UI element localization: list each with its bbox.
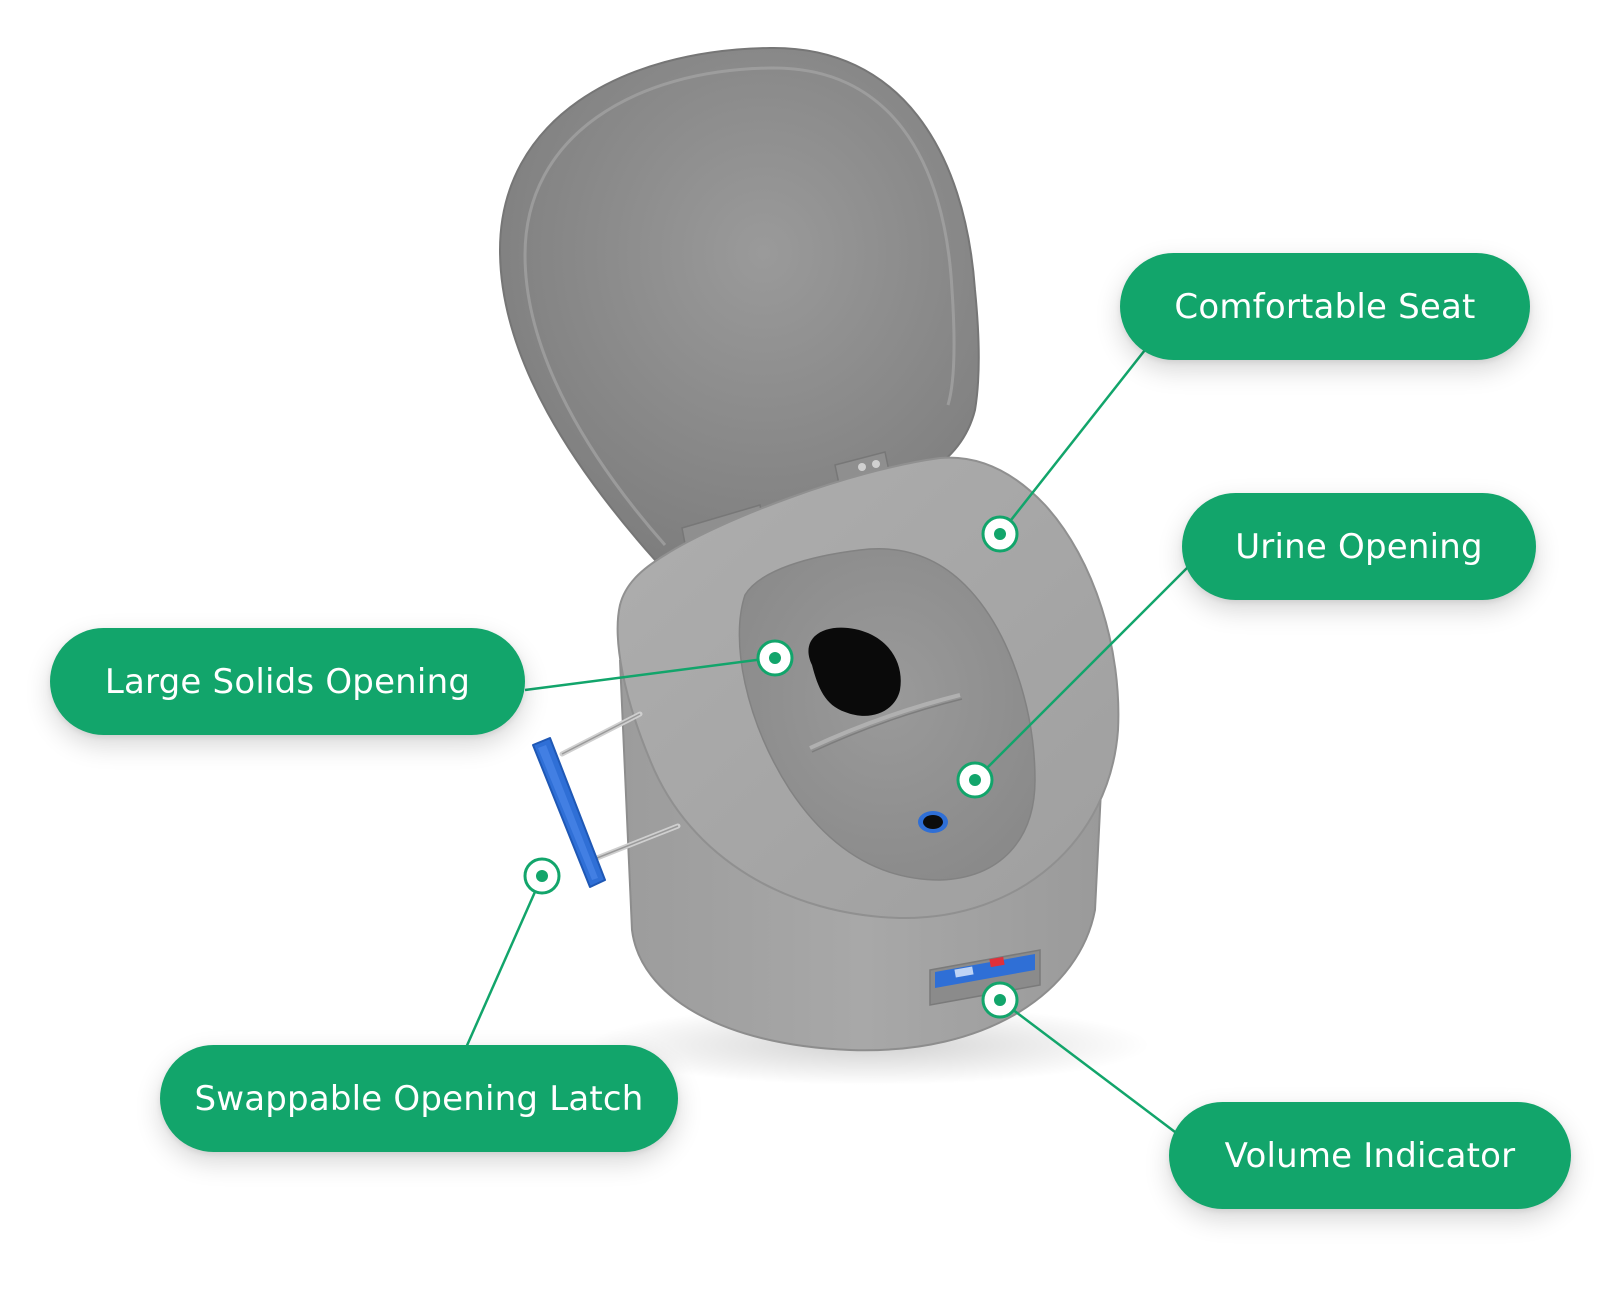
bowl-interior (738, 548, 1036, 881)
opening-latch (532, 711, 681, 888)
callout-label: Volume Indicator (1224, 1135, 1516, 1176)
callout-label: Comfortable Seat (1174, 286, 1476, 327)
callout-connectors (463, 349, 1191, 1133)
marker-large-solids (756, 639, 794, 677)
callout-comfortable-seat: Comfortable Seat (1120, 253, 1530, 360)
marker-swappable-latch (523, 857, 561, 895)
callout-volume-indicator: Volume Indicator (1169, 1102, 1571, 1209)
callout-swappable-opening-latch: Swappable Opening Latch (160, 1045, 678, 1152)
callout-label: Large Solids Opening (104, 661, 471, 702)
marker-volume-indicator (981, 981, 1019, 1019)
callout-urine-opening: Urine Opening (1182, 493, 1536, 600)
callout-label: Swappable Opening Latch (194, 1078, 644, 1119)
solids-opening (808, 627, 901, 716)
callout-large-solids-opening: Large Solids Opening (50, 628, 525, 735)
marker-comfortable-seat (981, 515, 1019, 553)
volume-indicator-panel (929, 949, 1041, 1006)
callout-label: Urine Opening (1235, 526, 1483, 567)
marker-urine-opening (956, 761, 994, 799)
urine-drain (918, 811, 948, 833)
